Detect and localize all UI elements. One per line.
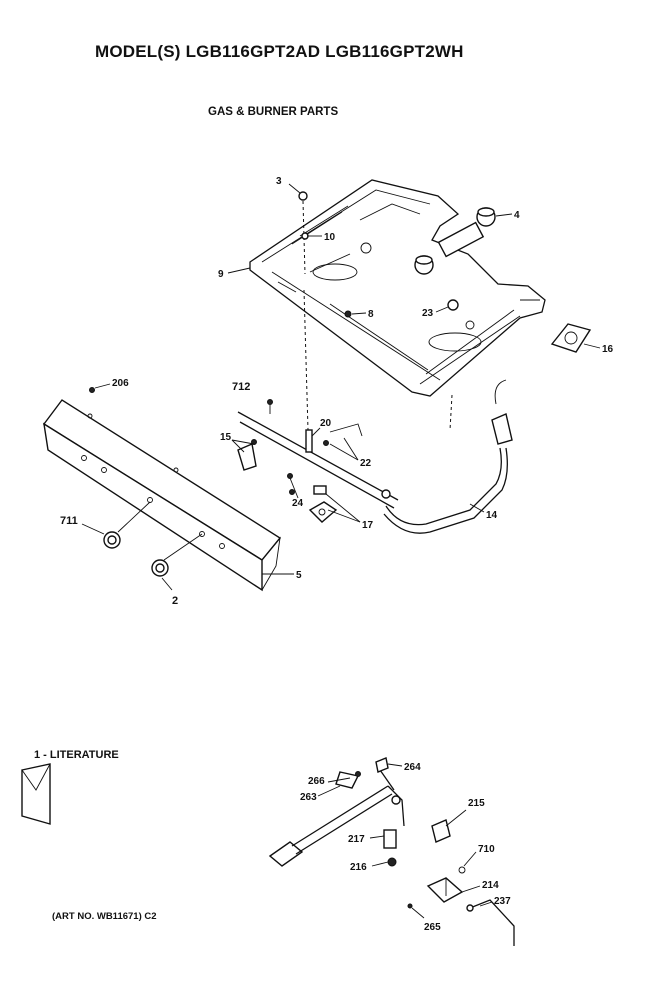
part-264-leader xyxy=(387,763,403,767)
callout-217: 217 xyxy=(348,834,365,845)
callout-9: 9 xyxy=(218,269,224,280)
callout-5: 5 xyxy=(296,570,302,581)
part-215-leader xyxy=(445,809,467,827)
part-22-leader-a xyxy=(329,443,359,461)
callout-4: 4 xyxy=(514,210,520,221)
part-216-leader xyxy=(371,861,389,867)
section-subtitle: GAS & BURNER PARTS xyxy=(208,106,339,118)
part-2-knob xyxy=(151,533,203,591)
callout-20: 20 xyxy=(320,418,332,429)
callout-215: 215 xyxy=(468,798,485,809)
part-266-leader xyxy=(327,777,351,783)
part-237-leader xyxy=(479,901,493,907)
callout-16: 16 xyxy=(602,344,614,355)
part-24-leader xyxy=(289,477,299,499)
part-14-leader xyxy=(469,503,485,513)
literature-envelope-icon xyxy=(21,763,51,825)
callout-263: 263 xyxy=(300,792,317,803)
part-214-leader xyxy=(461,885,481,893)
top-edge-mark: ' ' ' ' xyxy=(4,0,18,4)
part-23-orifice xyxy=(435,299,459,313)
callout-712: 712 xyxy=(232,381,250,393)
callout-10: 10 xyxy=(324,232,336,243)
part-9-leader xyxy=(227,267,251,274)
part-263-leader xyxy=(317,785,341,797)
part-10-spacer xyxy=(301,200,322,275)
part-265-leader xyxy=(411,907,425,919)
part-17-leader-b xyxy=(325,493,361,523)
part-22-leader-b xyxy=(343,437,359,461)
callout-266: 266 xyxy=(308,776,325,787)
part-20-leader xyxy=(311,427,321,437)
part-5-manifold-panel xyxy=(42,399,282,592)
literature-label: 1 - LITERATURE xyxy=(34,749,119,761)
callout-710: 710 xyxy=(478,844,495,855)
part-8-screw xyxy=(344,310,367,318)
part-206-screw xyxy=(89,383,111,393)
part-17-leader-a xyxy=(327,509,361,523)
manifold-pipe-assembly xyxy=(237,289,513,534)
callout-264: 264 xyxy=(404,762,421,773)
part-4-igniter-assembly xyxy=(414,207,513,275)
part-3-screw xyxy=(288,183,308,201)
art-number: (ART NO. WB11671) C2 xyxy=(52,911,157,922)
burner-box-frame xyxy=(249,179,546,397)
callout-206: 206 xyxy=(112,378,129,389)
part-711-knob xyxy=(81,501,151,549)
callout-15: 15 xyxy=(220,432,232,443)
callout-17: 17 xyxy=(362,520,374,531)
callout-237: 237 xyxy=(494,896,511,907)
callout-22: 22 xyxy=(360,458,372,469)
callout-711: 711 xyxy=(60,515,78,527)
callout-214: 214 xyxy=(482,880,499,891)
callout-23: 23 xyxy=(422,308,434,319)
part-710-leader xyxy=(463,851,477,867)
page-title: MODEL(S) LGB116GPT2AD LGB116GPT2WH xyxy=(95,42,464,61)
part-15-leader-b xyxy=(231,439,255,445)
callout-8: 8 xyxy=(368,309,374,320)
callout-2: 2 xyxy=(172,595,178,607)
callout-24: 24 xyxy=(292,498,304,509)
callout-216: 216 xyxy=(350,862,367,873)
part-16-burner-head xyxy=(550,323,601,353)
callout-3: 3 xyxy=(276,176,282,187)
callout-265: 265 xyxy=(424,922,441,933)
callout-14: 14 xyxy=(486,510,498,521)
part-217-leader xyxy=(369,835,385,839)
part-15-leader-a xyxy=(231,439,245,453)
